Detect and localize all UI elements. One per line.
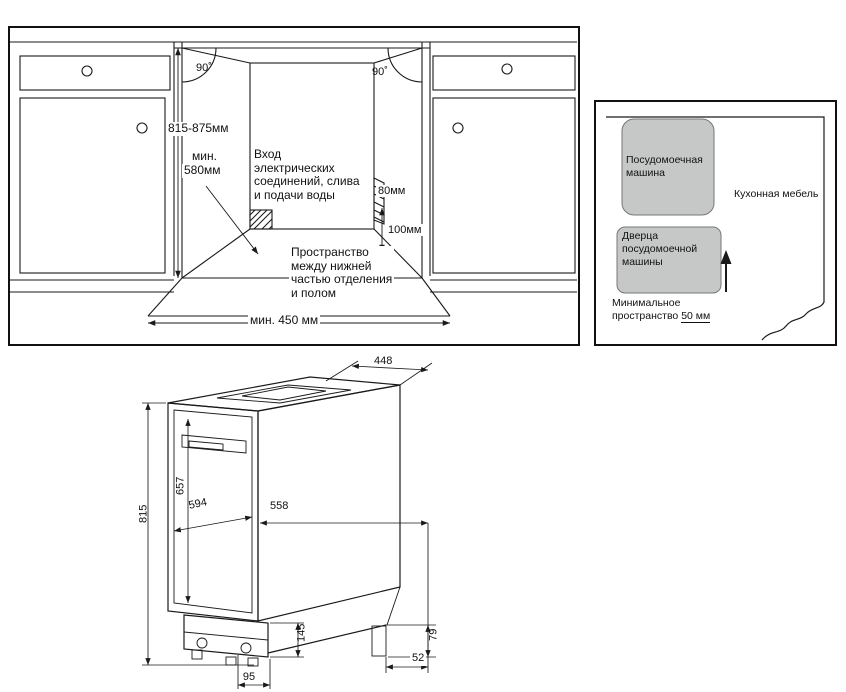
- angle-left-label: 90˚: [196, 62, 212, 74]
- min-space-line-2: пространство 50 мм: [612, 310, 711, 323]
- floor-gap-line-3: частью отделения: [291, 272, 393, 286]
- machine-door-face: [167, 402, 259, 622]
- right-cabinet: [429, 42, 577, 293]
- min-space-line-1: Минимальное: [612, 297, 681, 309]
- top-view-linework-svg: [606, 116, 825, 341]
- niche-dimension-lines: [148, 48, 450, 326]
- machine-base: [183, 586, 401, 667]
- countertop-lines: [10, 41, 577, 49]
- dishwasher-label-line-1: Посудомоечная: [626, 154, 703, 166]
- min-space-value: 50 мм: [681, 310, 711, 323]
- niche-diagram-panel: 90˚ 90˚ 815-875мм мин. 580мм Вход электр…: [8, 26, 580, 346]
- dim-95: 95: [242, 671, 256, 683]
- top-view-panel: Посудомоечная машина Кухонная мебель Две…: [594, 100, 837, 346]
- angle-arcs: [181, 47, 423, 83]
- dim-558: 558: [270, 500, 289, 512]
- door-label: Дверца посудомоечной машины: [622, 230, 697, 269]
- dishwasher-body-shape: [621, 118, 715, 216]
- dimension-lines: [142, 360, 436, 689]
- min-space-label: Минимальное пространство 50 мм: [612, 297, 711, 323]
- inlet-hatch-left: [249, 209, 273, 230]
- dim-815: 815: [137, 504, 150, 523]
- furniture-outline: [606, 116, 825, 341]
- dim-80-label: 80мм: [376, 185, 408, 197]
- floor-gap-line-4: и полом: [291, 285, 337, 300]
- dim-52: 52: [410, 652, 427, 666]
- height-range-label: 815-875мм: [166, 121, 231, 136]
- dim-448: 448: [374, 355, 393, 367]
- dim-657: 657: [174, 476, 187, 495]
- inlet-line-3: соединений, слива: [254, 174, 360, 188]
- dimension-linework-svg: [142, 360, 436, 689]
- dim-145: 145: [295, 623, 308, 642]
- furniture-label: Кухонная мебель: [734, 188, 819, 200]
- floor-gap-line-2: между нижней: [291, 258, 372, 273]
- inlet-line-4: и подачи воды: [254, 187, 335, 202]
- min-space-line-2-text: пространство: [612, 310, 679, 322]
- floor-gap-line-1: Пространство: [291, 245, 369, 259]
- inlet-text: Вход электрических соединений, слива и п…: [254, 147, 360, 202]
- door-label-line-1: Дверца: [622, 230, 659, 242]
- floor-gap-text: Пространство между нижней частью отделен…: [289, 245, 395, 300]
- angle-right-label: 90˚: [372, 66, 388, 78]
- dim-100-label: 100мм: [386, 224, 424, 236]
- niche-linework-svg: [10, 41, 577, 326]
- dimension-drawing: 448 815 657 594 558 145 95 79 52: [130, 355, 460, 692]
- dishwasher-door-shape: [616, 226, 722, 294]
- door-label-line-2: посудомоечной: [622, 243, 698, 255]
- door-label-line-3: машины: [622, 256, 663, 268]
- inlet-line-2: электрических: [254, 160, 335, 175]
- depth-min-label-1: мин.: [190, 149, 219, 164]
- dishwasher-label: Посудомоечная машина: [626, 154, 703, 180]
- inlet-line-1: Вход: [254, 147, 282, 161]
- dishwasher-label-line-2: машина: [626, 167, 665, 179]
- min-space-arrow-icon: [720, 250, 732, 292]
- depth-min-label-2: 580мм: [182, 163, 223, 178]
- left-cabinet: [10, 42, 175, 293]
- dim-79: 79: [427, 628, 440, 641]
- width-min-label: мин. 450 мм: [248, 313, 321, 328]
